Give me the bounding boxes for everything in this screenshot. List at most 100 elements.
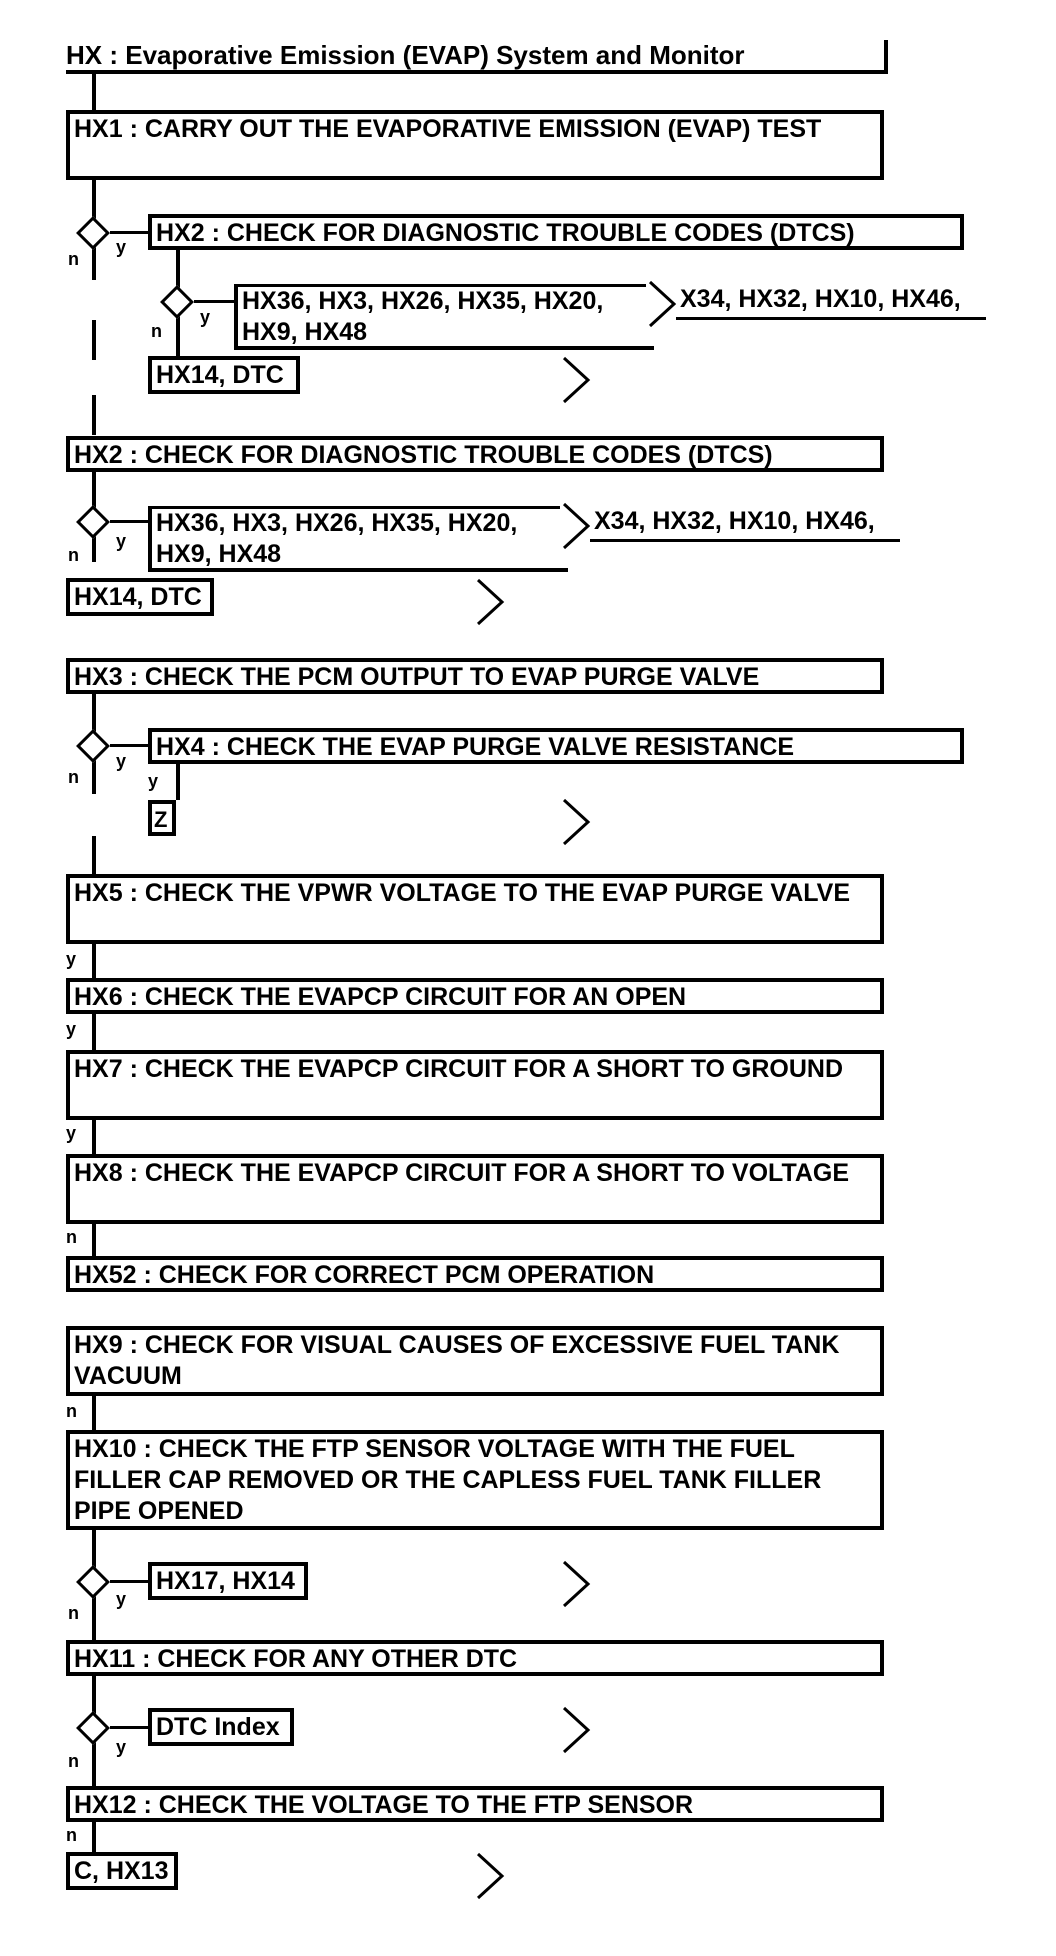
no-label: n	[66, 1401, 77, 1421]
yes-label: y	[66, 1019, 77, 1039]
trunk-line	[92, 1396, 96, 1430]
step-hx52: HX52 : CHECK FOR CORRECT PCM OPERATION	[66, 1256, 884, 1292]
step-hx1-text: HX1 : CARRY OUT THE EVAPORATIVE EMISSION…	[74, 115, 822, 143]
chevron-right-icon	[476, 578, 506, 626]
decision-diamond	[76, 1565, 110, 1599]
chevron-right-icon	[648, 280, 678, 328]
decision-diamond	[76, 216, 110, 250]
yes-branch-line	[110, 1726, 150, 1729]
no-label: n	[68, 545, 79, 565]
yes-label: y	[116, 531, 127, 551]
title-underline	[66, 70, 884, 74]
decision-diamond	[76, 1711, 110, 1745]
result-r5: DTC Index	[148, 1708, 294, 1746]
result-r1-right-text: X34, HX32, HX10, HX46,	[680, 285, 961, 313]
step-hx11: HX11 : CHECK FOR ANY OTHER DTC	[66, 1640, 884, 1676]
decision-diamond	[76, 505, 110, 539]
yes-label: y	[66, 949, 77, 969]
step-hx10: HX10 : CHECK THE FTP SENSOR VOLTAGE WITH…	[66, 1430, 884, 1530]
trunk-line	[92, 944, 96, 978]
result-r5-text: DTC Index	[156, 1713, 280, 1741]
trunk-line	[92, 320, 96, 360]
step-hx6-text: HX6 : CHECK THE EVAPCP CIRCUIT FOR AN OP…	[74, 983, 687, 1011]
step-hx2-sub-text: HX2 : CHECK FOR DIAGNOSTIC TROUBLE CODES…	[156, 219, 855, 247]
step-hx9-text: HX9 : CHECK FOR VISUAL CAUSES OF EXCESSI…	[74, 1331, 840, 1390]
chevron-right-icon	[476, 1852, 506, 1900]
yes-label: y	[116, 1737, 127, 1757]
result-r1-left-text: HX36, HX3, HX26, HX35, HX20,	[242, 287, 604, 315]
result-r1-divider	[234, 284, 646, 287]
result-r4-text: HX17, HX14	[156, 1567, 295, 1595]
result-r2-left: HX36, HX3, HX26, HX35, HX20, HX9, HX48	[148, 506, 568, 572]
chevron-right-icon	[562, 356, 592, 404]
no-label: n	[66, 1825, 77, 1845]
trunk-line	[92, 1822, 96, 1854]
result-r4: HX17, HX14	[148, 1562, 308, 1600]
result-r1-left2-text: HX9, HX48	[242, 318, 368, 346]
result-r3: Z	[148, 800, 176, 836]
result-r1-right: X34, HX32, HX10, HX46,	[676, 284, 986, 320]
yes-branch-line	[194, 300, 238, 303]
step-hx1: HX1 : CARRY OUT THE EVAPORATIVE EMISSION…	[66, 110, 884, 180]
result-r2-dtc: HX14, DTC	[66, 578, 214, 616]
result-r2-right-text: X34, HX32, HX10, HX46,	[594, 507, 875, 535]
yes-branch-line	[110, 1580, 150, 1583]
diagram-title: HX : Evaporative Emission (EVAP) System …	[66, 40, 745, 70]
step-hx11-text: HX11 : CHECK FOR ANY OTHER DTC	[74, 1645, 518, 1673]
trunk-line	[92, 1014, 96, 1050]
no-label: n	[68, 1751, 79, 1771]
yes-branch-line	[110, 520, 150, 523]
no-label: n	[66, 1227, 77, 1247]
chevron-right-icon	[562, 502, 592, 550]
yes-label: y	[66, 1123, 77, 1143]
step-hx3: HX3 : CHECK THE PCM OUTPUT TO EVAP PURGE…	[66, 658, 884, 694]
trunk-line	[92, 836, 96, 876]
step-hx7-text: HX7 : CHECK THE EVAPCP CIRCUIT FOR A SHO…	[74, 1055, 844, 1083]
no-label: n	[68, 767, 79, 787]
no-label: n	[68, 1603, 79, 1623]
step-hx8-text: HX8 : CHECK THE EVAPCP CIRCUIT FOR A SHO…	[74, 1159, 850, 1187]
chevron-right-icon	[562, 798, 592, 846]
step-hx2-text: HX2 : CHECK FOR DIAGNOSTIC TROUBLE CODES…	[74, 441, 773, 469]
step-hx5: HX5 : CHECK THE VPWR VOLTAGE TO THE EVAP…	[66, 874, 884, 944]
result-r1-dtc-text: HX14, DTC	[156, 361, 284, 389]
trunk-line	[92, 1224, 96, 1258]
chevron-right-icon	[562, 1560, 592, 1608]
step-hx5-text: HX5 : CHECK THE VPWR VOLTAGE TO THE EVAP…	[74, 879, 851, 907]
step-hx3-text: HX3 : CHECK THE PCM OUTPUT TO EVAP PURGE…	[74, 663, 760, 691]
result-r1-left: HX36, HX3, HX26, HX35, HX20, HX9, HX48	[234, 284, 654, 350]
result-r2-left-text: HX36, HX3, HX26, HX35, HX20,	[156, 509, 518, 537]
result-r3-text: Z	[154, 807, 168, 832]
result-r2-left2-text: HX9, HX48	[156, 540, 282, 568]
step-hx7: HX7 : CHECK THE EVAPCP CIRCUIT FOR A SHO…	[66, 1050, 884, 1120]
result-r6-text: C, HX13	[74, 1857, 169, 1885]
decision-diamond	[76, 729, 110, 763]
step-hx2: HX2 : CHECK FOR DIAGNOSTIC TROUBLE CODES…	[66, 436, 884, 472]
step-hx9: HX9 : CHECK FOR VISUAL CAUSES OF EXCESSI…	[66, 1326, 884, 1396]
decision-diamond	[160, 285, 194, 319]
step-hx52-text: HX52 : CHECK FOR CORRECT PCM OPERATION	[74, 1261, 655, 1289]
yes-label: y	[116, 237, 127, 257]
step-hx12: HX12 : CHECK THE VOLTAGE TO THE FTP SENS…	[66, 1786, 884, 1822]
result-r2-dtc-text: HX14, DTC	[74, 583, 202, 611]
step-hx4-text: HX4 : CHECK THE EVAP PURGE VALVE RESISTA…	[156, 733, 795, 761]
result-r2-divider	[148, 506, 560, 509]
step-hx8: HX8 : CHECK THE EVAPCP CIRCUIT FOR A SHO…	[66, 1154, 884, 1224]
step-hx6: HX6 : CHECK THE EVAPCP CIRCUIT FOR AN OP…	[66, 978, 884, 1014]
step-hx10-text: HX10 : CHECK THE FTP SENSOR VOLTAGE WITH…	[74, 1435, 822, 1525]
result-r6: C, HX13	[66, 1852, 178, 1890]
result-r1-dtc: HX14, DTC	[148, 356, 300, 394]
yes-label: y	[200, 307, 211, 327]
sub-trunk-line	[176, 764, 180, 800]
no-label: n	[151, 321, 162, 341]
step-hx2-sub: HX2 : CHECK FOR DIAGNOSTIC TROUBLE CODES…	[148, 214, 964, 250]
trunk-line	[92, 74, 96, 114]
yes-label: y	[116, 751, 127, 771]
yes-branch-line	[110, 744, 150, 747]
yes-label: y	[116, 1589, 127, 1609]
result-r2-right: X34, HX32, HX10, HX46,	[590, 506, 900, 542]
no-label: n	[68, 249, 79, 269]
title-tick	[884, 40, 888, 74]
chevron-right-icon	[562, 1706, 592, 1754]
step-hx12-text: HX12 : CHECK THE VOLTAGE TO THE FTP SENS…	[74, 1791, 694, 1819]
